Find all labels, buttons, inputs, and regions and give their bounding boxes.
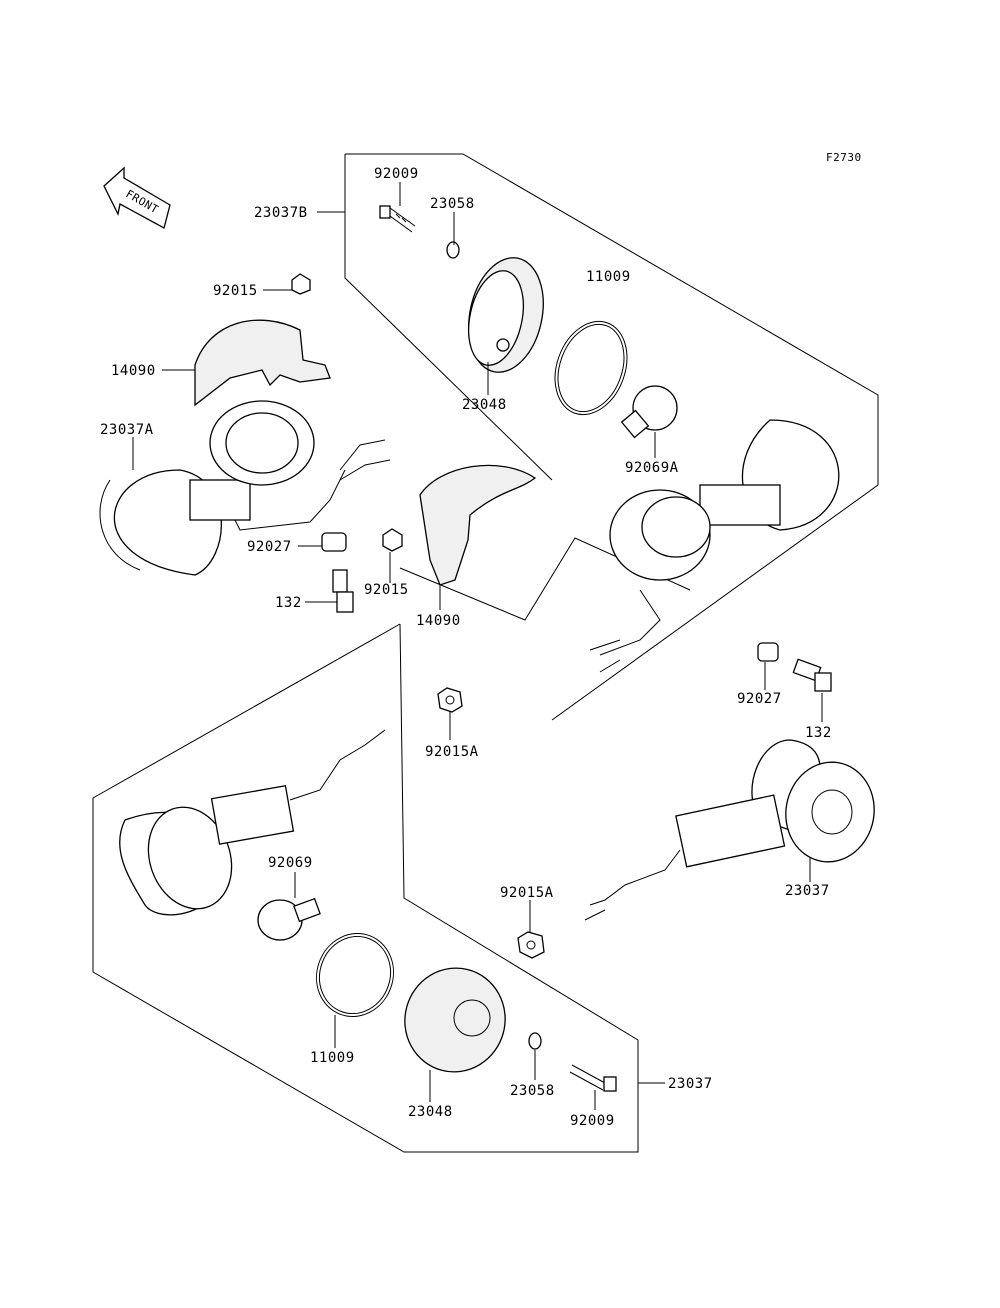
washer-23058-top-icon bbox=[446, 241, 460, 259]
screw-92009-bottom-icon bbox=[569, 1064, 617, 1092]
front-arrow-icon: FRONT bbox=[103, 166, 171, 229]
callout-23058-top: 23058 bbox=[430, 196, 475, 212]
gasket-11009-top-icon bbox=[554, 320, 628, 416]
callout-92015-left: 92015 bbox=[213, 283, 258, 299]
callout-92015a-bottom: 92015A bbox=[500, 885, 554, 901]
callout-92027-left: 92027 bbox=[247, 539, 292, 555]
gasket-inner-ring-bottom bbox=[319, 935, 391, 1015]
gasket-inner-ring bbox=[557, 323, 625, 413]
nut-92015a-top-icon bbox=[437, 687, 463, 713]
bulb-92069a-icon bbox=[620, 385, 678, 439]
turn-signal-23037b-icon bbox=[589, 419, 840, 673]
cover-14090-mid-icon bbox=[419, 464, 537, 586]
callout-23058-bottom: 23058 bbox=[510, 1083, 555, 1099]
turn-signal-23037a-icon bbox=[99, 400, 391, 576]
callout-14090-mid: 14090 bbox=[416, 613, 461, 629]
callout-23037a: 23037A bbox=[100, 422, 154, 438]
callout-92069a: 92069A bbox=[625, 460, 679, 476]
nut-92015-left-icon bbox=[291, 273, 311, 295]
callout-23037b: 23037B bbox=[254, 205, 308, 221]
turn-signal-23037-lower-right-icon bbox=[584, 739, 875, 921]
callout-92027-right: 92027 bbox=[737, 691, 782, 707]
spacer-92027-left-icon bbox=[321, 532, 347, 552]
bulb-92069-icon bbox=[257, 897, 321, 941]
bolt-132-left-icon bbox=[332, 569, 354, 613]
callout-132-right: 132 bbox=[805, 725, 832, 741]
callout-14090-left: 14090 bbox=[111, 363, 156, 379]
callout-92009-top: 92009 bbox=[374, 166, 419, 182]
upper-assembly-outline bbox=[345, 153, 879, 721]
nut-92015-mid-icon bbox=[382, 528, 403, 552]
screw-92009-top-icon bbox=[379, 205, 416, 233]
spacer-92027-right-icon bbox=[757, 642, 779, 662]
leader-lines bbox=[132, 182, 823, 1110]
lens-23048-bottom-icon bbox=[404, 967, 506, 1073]
callout-23048-top: 23048 bbox=[462, 397, 507, 413]
bolt-132-right-icon bbox=[792, 658, 832, 692]
callout-92069: 92069 bbox=[268, 855, 313, 871]
callout-23037-right: 23037 bbox=[785, 883, 830, 899]
lower-assembly-outline bbox=[92, 623, 639, 1153]
figure-code: F2730 bbox=[826, 151, 862, 164]
cover-14090-left-icon bbox=[194, 319, 331, 407]
lens-housing-23048-top-icon bbox=[468, 257, 544, 373]
callout-132-left: 132 bbox=[275, 595, 302, 611]
turn-signal-23037-lower-left-icon bbox=[119, 729, 386, 916]
nut-92015a-bottom-icon bbox=[517, 931, 545, 959]
gasket-11009-bottom-icon bbox=[316, 932, 394, 1018]
callout-23048-bottom: 23048 bbox=[408, 1104, 453, 1120]
washer-23058-bottom-icon bbox=[528, 1032, 542, 1050]
callout-11009-bottom: 11009 bbox=[310, 1050, 355, 1066]
callout-92009-bottom: 92009 bbox=[570, 1113, 615, 1129]
callout-92015a-top: 92015A bbox=[425, 744, 479, 760]
callout-11009-top: 11009 bbox=[586, 269, 631, 285]
callout-23037-bottom: 23037 bbox=[668, 1076, 713, 1092]
callout-92015-mid: 92015 bbox=[364, 582, 409, 598]
upper-assembly-outline-left bbox=[344, 154, 553, 481]
